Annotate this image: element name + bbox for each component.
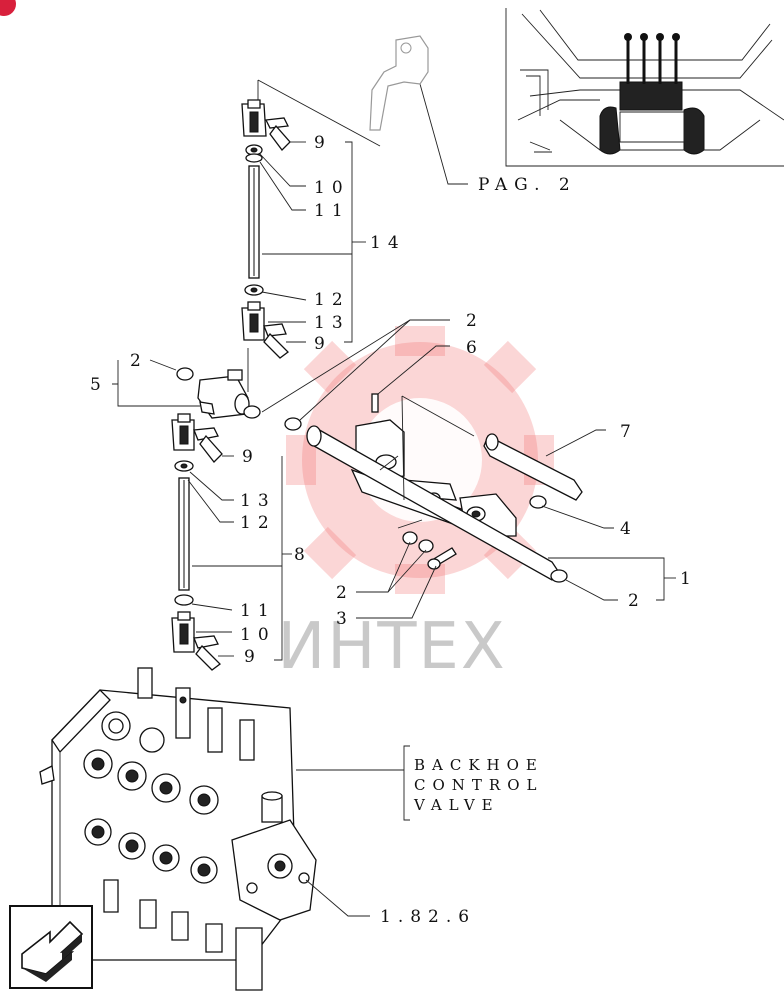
callout-14: 14 (370, 233, 406, 253)
upper-clevis-top (241, 99, 291, 151)
callout-2-top: 2 (466, 311, 484, 331)
watermark-text: ИНТЕХ (277, 610, 506, 684)
callout-8: 8 (294, 545, 312, 565)
callout-9-lower: 9 (242, 447, 260, 467)
upper-lever-arm (369, 35, 429, 131)
callout-4: 4 (620, 519, 638, 539)
ref-code-label: 1.82.6 (380, 907, 476, 927)
callout-11-lower: 11 (240, 601, 276, 621)
pivot-block (197, 369, 250, 419)
callout-10-lower: 10 (240, 625, 276, 645)
callout-9-bottom: 9 (244, 647, 262, 667)
lower-clevis-top (171, 413, 223, 463)
backhoe-control-valve-body (39, 667, 317, 991)
block-label-line-1: BACKHOE (414, 756, 544, 774)
upper-clevis-bottom (241, 301, 289, 359)
callout-12-lower: 12 (240, 513, 276, 533)
callout-9-mid: 9 (314, 334, 332, 354)
inset-cab-view (505, 8, 784, 167)
callout-12-top: 12 (314, 290, 350, 310)
callout-3: 3 (336, 609, 354, 629)
callout-5: 5 (90, 375, 108, 395)
red-corner-badge-icon (0, 0, 16, 16)
callout-2-mid: 2 (336, 583, 354, 603)
callout-11-top: 11 (314, 201, 350, 221)
callout-10-top: 10 (314, 178, 350, 198)
lower-clevis-bottom (171, 611, 221, 671)
page-ref-label: PAG. 2 (478, 175, 577, 195)
callout-2-right: 2 (628, 591, 646, 611)
callout-9-top: 9 (314, 133, 332, 153)
callout-13-top: 13 (314, 313, 350, 333)
block-label-line-2: CONTROL (414, 776, 543, 794)
callout-6: 6 (466, 338, 484, 358)
callout-2-left: 2 (130, 351, 148, 371)
page-return-arrow-icon[interactable] (9, 905, 93, 989)
shaft-7 (483, 435, 583, 501)
callout-1: 1 (680, 569, 698, 589)
callout-13-lower: 13 (240, 491, 276, 511)
block-label-line-3: VALVE (413, 796, 500, 814)
callout-7: 7 (620, 422, 638, 442)
